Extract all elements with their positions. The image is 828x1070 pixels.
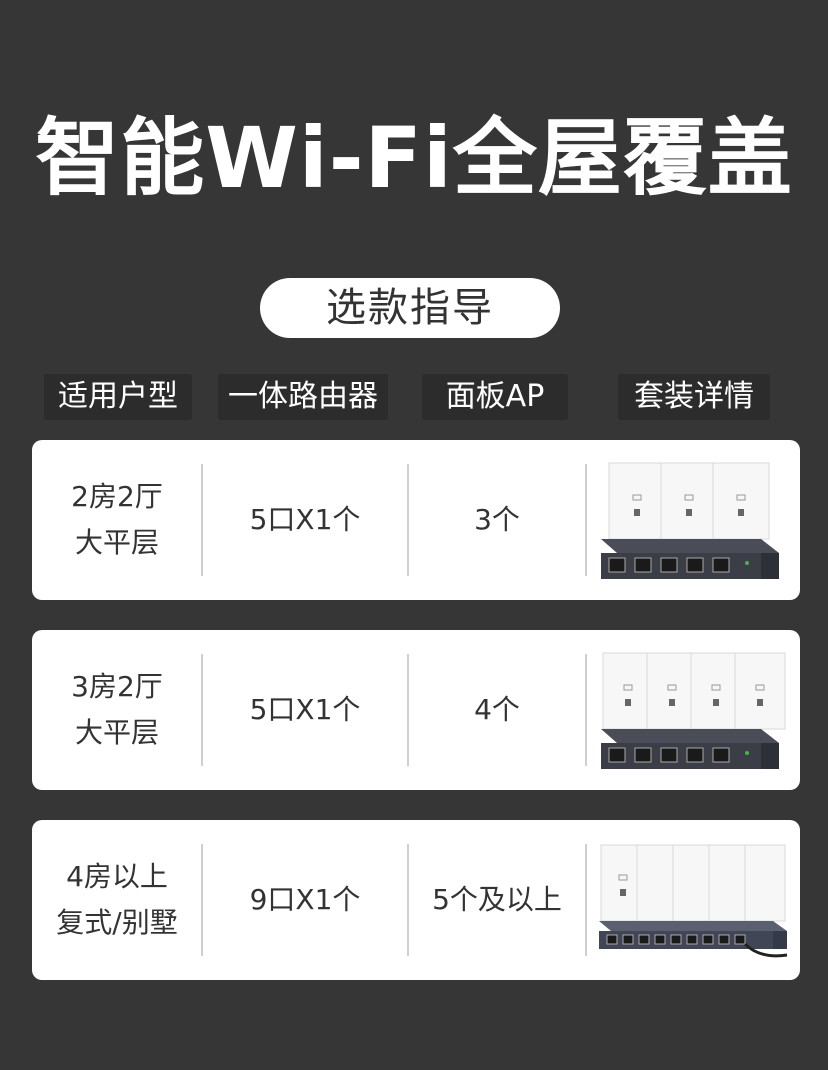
house-type-line1: 4房以上 [66,860,168,893]
house-type-line2: 大平层 [74,526,159,559]
column-divider [585,464,587,576]
package-image[interactable] [586,630,800,790]
router-spec: 5口X1个 [249,693,361,726]
column-divider [407,844,409,956]
package-row-1[interactable]: 2房2厅 大平层 5口X1个 3个 [32,440,800,600]
header-panel-ap: 面板AP [422,374,568,420]
router-icon [601,539,779,579]
selection-guide-badge: 选款指导 [260,278,560,338]
panel-ap-icon [600,844,786,922]
column-divider [407,464,409,576]
router-and-panels-icon [599,844,788,958]
house-type-cell: 2房2厅 大平层 [32,440,202,600]
router-icon [601,729,779,769]
house-type-cell: 3房2厅 大平层 [32,630,202,790]
switch-icon [599,921,788,958]
page-title: 智能Wi-Fi全屋覆盖 [35,109,793,207]
panel-ap-icon [608,462,770,540]
router-and-panels-icon [601,652,786,769]
router-and-panels-icon [601,462,779,579]
ap-count: 3个 [474,503,520,536]
column-divider [585,654,587,766]
panel-ap-icon [602,652,786,730]
house-type-line2: 大平层 [74,716,159,749]
ap-count: 4个 [474,693,520,726]
house-type-cell: 4房以上 复式/别墅 [32,820,202,980]
house-type-line1: 2房2厅 [71,480,163,513]
column-divider [201,844,203,956]
column-divider [407,654,409,766]
package-image[interactable] [586,820,800,980]
package-image[interactable] [586,440,800,600]
header-house-type: 适用户型 [44,374,192,420]
house-type-line1: 3房2厅 [71,670,163,703]
column-divider [585,844,587,956]
house-type-line2: 复式/别墅 [56,906,178,939]
package-row-2[interactable]: 3房2厅 大平层 5口X1个 4个 [32,630,800,790]
header-package-details: 套装详情 [618,374,770,420]
column-divider [201,654,203,766]
router-spec: 5口X1个 [249,503,361,536]
ap-count: 5个及以上 [432,883,562,916]
router-spec: 9口X1个 [249,883,361,916]
package-row-3[interactable]: 4房以上 复式/别墅 9口X1个 5个及以上 [32,820,800,980]
column-divider [201,464,203,576]
header-router: 一体路由器 [218,374,388,420]
